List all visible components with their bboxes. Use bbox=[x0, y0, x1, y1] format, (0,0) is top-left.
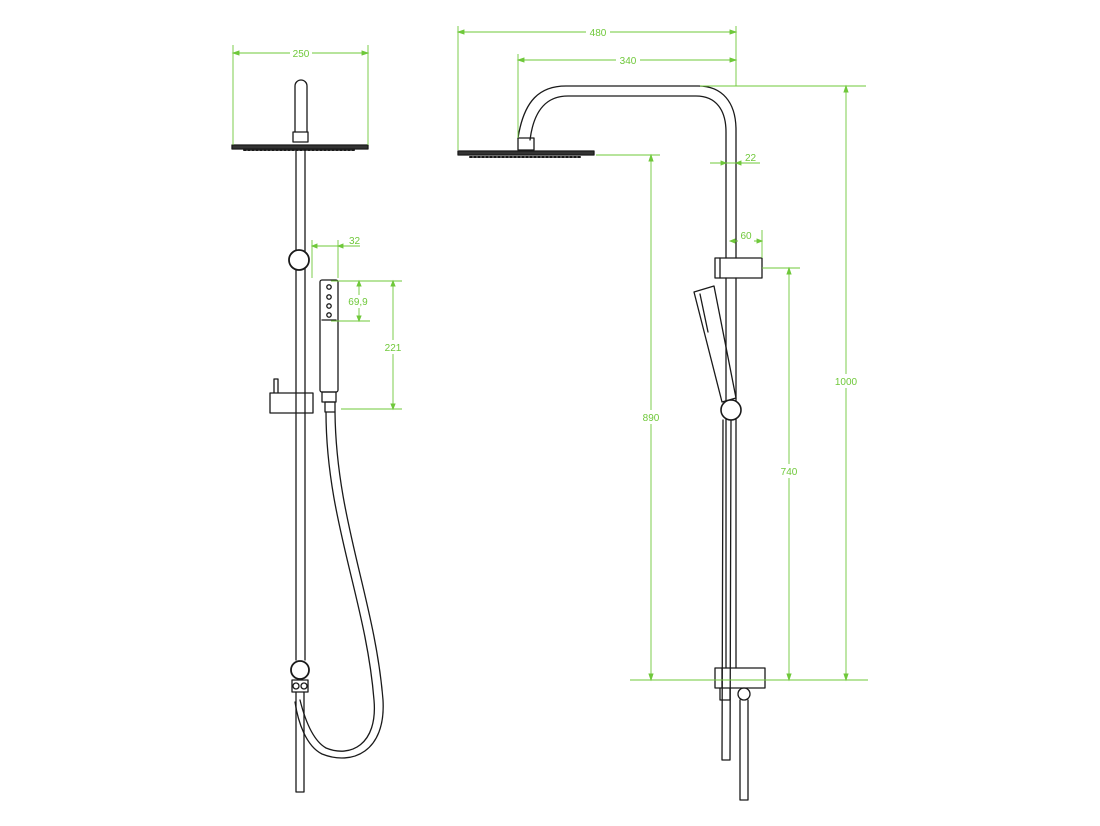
front-hose bbox=[294, 411, 384, 759]
side-diverter-outlet bbox=[719, 687, 731, 701]
front-head-connector bbox=[292, 131, 309, 143]
dim-340-label: 340 bbox=[620, 56, 637, 67]
side-hose bbox=[721, 419, 732, 761]
side-view bbox=[457, 85, 766, 801]
side-shower-arm bbox=[517, 85, 737, 259]
dim-480-lines bbox=[457, 26, 737, 150]
side-slider bbox=[714, 257, 763, 279]
dim-1000-label: 1000 bbox=[835, 377, 858, 388]
front-nozzle-4 bbox=[326, 312, 332, 318]
side-holder-knob bbox=[720, 399, 742, 421]
front-diverter-body bbox=[291, 679, 309, 693]
side-head-connector bbox=[517, 137, 535, 151]
side-diverter-nut bbox=[737, 687, 751, 701]
front-riser-pipe bbox=[294, 79, 308, 661]
front-hand-shower bbox=[319, 279, 339, 393]
dim-480-label: 480 bbox=[590, 28, 607, 39]
front-nozzle-2 bbox=[326, 294, 332, 300]
side-diverter bbox=[714, 667, 766, 689]
dim-69-label: 69,9 bbox=[348, 297, 368, 308]
dim-250-lines bbox=[232, 45, 369, 145]
front-hand-shower-neck bbox=[321, 391, 337, 403]
dim-740-label: 740 bbox=[781, 467, 798, 478]
front-wall-bracket bbox=[288, 249, 310, 271]
dim-60-label: 60 bbox=[740, 231, 752, 242]
front-slider-holder bbox=[269, 378, 314, 414]
side-inlet-pipe bbox=[739, 699, 749, 801]
dim-890-label: 890 bbox=[643, 413, 660, 424]
front-nozzle-3 bbox=[326, 303, 332, 309]
front-nozzle-1 bbox=[326, 284, 332, 290]
dim-32-label: 32 bbox=[349, 236, 361, 247]
front-dimensions: 250 32 69,9 221 bbox=[231, 45, 404, 411]
side-hand-shower bbox=[693, 285, 737, 403]
front-hose-nut bbox=[324, 401, 336, 413]
dim-250-label: 250 bbox=[293, 49, 310, 60]
front-view bbox=[231, 79, 384, 793]
dim-22-label: 22 bbox=[745, 153, 757, 164]
front-shower-head bbox=[231, 144, 369, 150]
side-riser-lower bbox=[725, 277, 737, 669]
front-diverter-nut-right bbox=[300, 682, 308, 690]
front-inlet-pipe bbox=[295, 691, 305, 793]
dim-221-label: 221 bbox=[385, 343, 402, 354]
front-diverter bbox=[290, 660, 310, 680]
side-shower-head bbox=[457, 150, 595, 156]
front-diverter-nut-left bbox=[292, 682, 300, 690]
side-dimensions: 480 340 22 60 1000 890 740 bbox=[456, 25, 868, 682]
